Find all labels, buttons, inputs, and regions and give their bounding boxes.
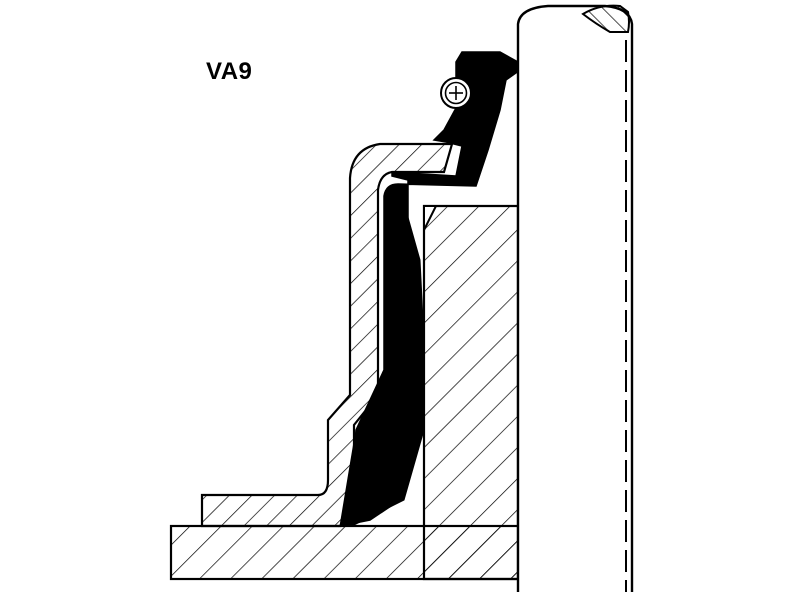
valve-guide <box>422 204 520 581</box>
garter-spring-icon <box>440 77 472 109</box>
seal-metal-casing <box>200 142 454 528</box>
part-code-label: VA9 <box>206 58 253 85</box>
valve-stem <box>516 4 634 592</box>
